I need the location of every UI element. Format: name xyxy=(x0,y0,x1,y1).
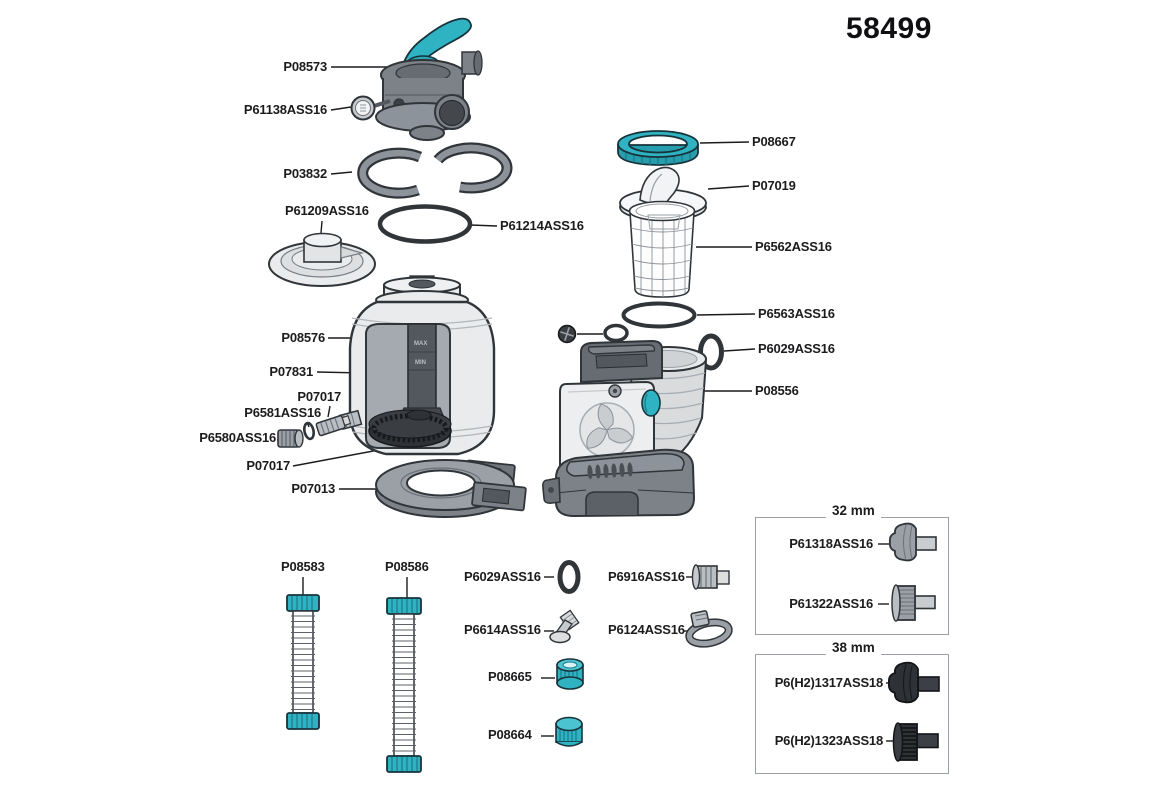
hose-long-drawing xyxy=(386,597,422,773)
fitting-p61317-drawing xyxy=(887,661,940,704)
label-p08665: P08665 xyxy=(488,669,532,684)
fitting-p61322-drawing xyxy=(891,584,936,622)
teal-cap-drawing xyxy=(555,716,583,747)
valve-drawing xyxy=(350,17,483,141)
label-p08583: P08583 xyxy=(281,559,325,574)
label-p6h21317ass18: P6(H2)1317ASS18 xyxy=(774,675,883,690)
fitting-p61323-drawing xyxy=(892,722,939,762)
label-p6581ass16: P6581ASS16 xyxy=(244,405,321,420)
label-p07017-bottom: P07017 xyxy=(246,458,290,473)
label-p6580ass16: P6580ASS16 xyxy=(199,430,276,445)
label-p08667: P08667 xyxy=(752,134,796,149)
standpipe xyxy=(407,323,437,411)
diffuser-lid-drawing xyxy=(268,232,376,287)
valve-p6614-drawing xyxy=(549,609,580,644)
label-p6029ass16-right: P6029ASS16 xyxy=(758,341,835,356)
label-p07017-side: P07017 xyxy=(297,389,341,404)
drain-fittings-drawing xyxy=(277,415,352,448)
hose-short-drawing xyxy=(286,594,320,730)
drain-screw-drawing xyxy=(557,323,629,344)
label-p07013: P07013 xyxy=(291,481,335,496)
standpipe-max-marking: MAX xyxy=(414,341,427,347)
label-p08586: P08586 xyxy=(385,559,429,574)
label-p6h21323ass18: P6(H2)1323ASS18 xyxy=(774,733,883,748)
label-p08576: P08576 xyxy=(281,330,325,345)
teal-nut-drawing xyxy=(556,658,584,690)
group-box-32mm xyxy=(755,517,949,635)
model-number: 58499 xyxy=(846,12,932,45)
group-box-38mm xyxy=(755,654,949,774)
label-p61322ass16: P61322ASS16 xyxy=(789,596,873,611)
base-drawing xyxy=(375,459,527,518)
group-box-38mm-title: 38 mm xyxy=(826,640,881,655)
adapter-p6916-drawing xyxy=(691,564,730,590)
label-p6124ass16: P6124ASS16 xyxy=(608,622,685,637)
label-p6562ass16: P6562ASS16 xyxy=(755,239,832,254)
small-oring-bottom-drawing xyxy=(557,560,581,594)
tank-drawing: MAX MIN xyxy=(338,275,496,456)
large-oring-drawing xyxy=(621,301,697,329)
label-p03832: P03832 xyxy=(283,166,327,181)
label-p08556: P08556 xyxy=(755,383,799,398)
label-p6614ass16: P6614ASS16 xyxy=(464,622,541,637)
tank-oring-drawing xyxy=(377,204,473,244)
label-p6029ass16-bottom: P6029ASS16 xyxy=(464,569,541,584)
standpipe-min-marking: MIN xyxy=(415,360,426,366)
label-p61318ass16: P61318ASS16 xyxy=(789,536,873,551)
label-p07831: P07831 xyxy=(269,364,313,379)
group-box-32mm-title: 32 mm xyxy=(826,503,881,518)
label-p61209ass16: P61209ASS16 xyxy=(285,203,369,218)
label-p07019: P07019 xyxy=(752,178,796,193)
label-p08573: P08573 xyxy=(283,59,327,74)
label-p6916ass16: P6916ASS16 xyxy=(608,569,685,584)
clamp-ring-drawing xyxy=(357,142,513,199)
label-p6563ass16: P6563ASS16 xyxy=(758,306,835,321)
hose-clamp-drawing xyxy=(685,610,733,648)
pump-drawing xyxy=(542,339,708,518)
lock-ring-drawing xyxy=(617,130,699,166)
fitting-p61318-drawing xyxy=(888,522,937,562)
label-p61214ass16: P61214ASS16 xyxy=(500,218,584,233)
basket-drawing xyxy=(628,200,696,298)
label-p61138ass16: P61138ASS16 xyxy=(243,102,327,117)
label-p08664: P08664 xyxy=(488,727,532,742)
